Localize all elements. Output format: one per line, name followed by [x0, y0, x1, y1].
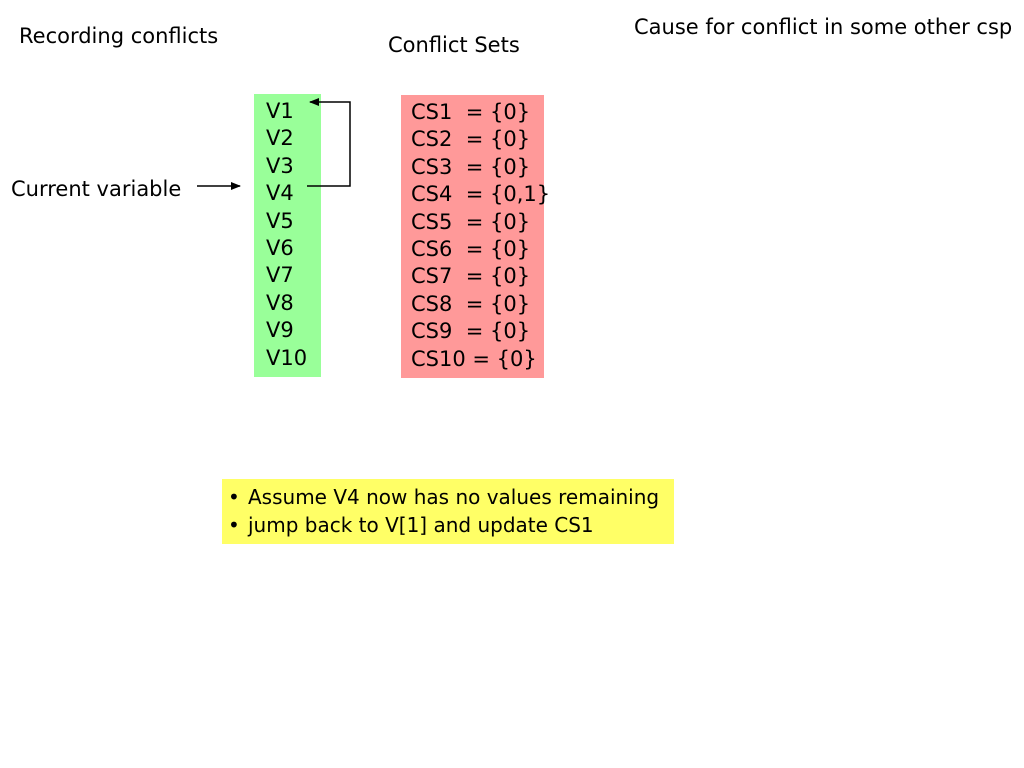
note-item: jump back to V[1] and update CS1 [228, 511, 674, 539]
conflict-set-item: CS7 = {0} [411, 264, 531, 289]
variable-item: V1 [266, 99, 294, 123]
conflict-set-item: CS1 = {0} [411, 100, 531, 124]
variable-item: V10 [266, 345, 308, 370]
current-variable-label: Current variable [11, 177, 182, 201]
variable-item: V6 [266, 235, 294, 260]
conflict-set-item: CS10 = {0} [411, 346, 537, 371]
side-note: Cause for conflict in some other csp [634, 15, 1013, 39]
conflict-set-item: CS3 = {0} [411, 154, 531, 179]
variable-item: V2 [266, 126, 294, 151]
variable-item: V9 [266, 318, 294, 343]
variables-box: V1 V2 V3 V4 V5 V6 V7 V8 V9 V10 [254, 94, 321, 377]
note-item: Assume V4 now has no values remaining [228, 483, 674, 511]
slide-title: Recording conflicts [19, 24, 219, 48]
note-text: jump back to V[1] and update CS1 [248, 513, 594, 537]
conflict-sets-box: CS1 = {0} CS2 = {0} CS3 = {0} CS4 = {0,1… [401, 95, 551, 378]
notes-list: Assume V4 now has no values remaining ju… [228, 483, 674, 539]
conflict-set-item: CS4 = {0,1} [411, 182, 551, 207]
conflict-set-item: CS5 = {0} [411, 209, 531, 234]
conflict-sets-heading: Conflict Sets [388, 33, 520, 57]
variable-item: V5 [266, 208, 294, 233]
note-box: Assume V4 now has no values remaining ju… [222, 479, 674, 544]
conflict-set-item: CS8 = {0} [411, 291, 531, 316]
conflict-set-item: CS2 = {0} [411, 127, 531, 152]
variables-list: V1 V2 V3 V4 V5 V6 V7 V8 V9 V10 [266, 98, 321, 372]
variable-item: V3 [266, 153, 294, 178]
variable-item: V7 [266, 263, 294, 288]
conflict-set-item: CS6 = {0} [411, 236, 531, 261]
variable-item: V4 [266, 181, 294, 206]
conflict-sets-list: CS1 = {0} CS2 = {0} CS3 = {0} CS4 = {0,1… [411, 99, 551, 373]
conflict-set-item: CS9 = {0} [411, 319, 531, 344]
variable-item: V8 [266, 290, 294, 315]
note-text: Assume V4 now has no values remaining [248, 485, 660, 509]
